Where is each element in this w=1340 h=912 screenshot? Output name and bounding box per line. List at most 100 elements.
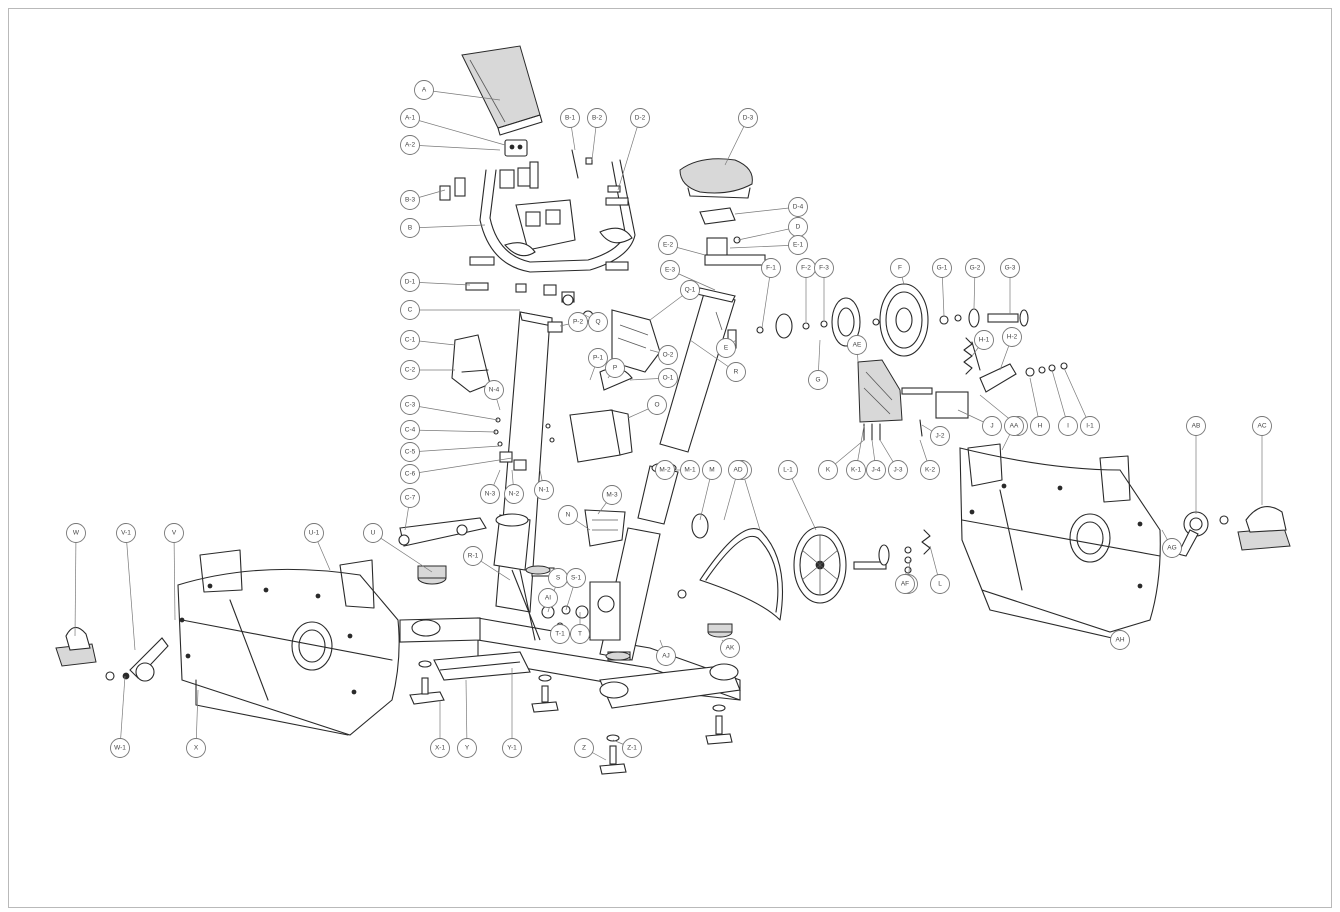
callout-label: Y [465,745,470,752]
callout-label: D-4 [793,204,804,211]
callout-label: AD [733,467,742,474]
callout-c81: Y [457,738,477,758]
callout-circle [568,312,588,332]
callout-label: N-1 [539,487,550,494]
callout-circle [480,484,500,504]
callout-circle [534,480,554,500]
callout-circle [726,362,746,382]
callout-circle [414,80,434,100]
callout-circle [1110,630,1130,650]
callout-label: H-1 [979,337,990,344]
callout-c31: G-3 [1000,258,1020,278]
sheet-border [8,8,1332,908]
callout-c53: M-3 [602,485,622,505]
callout-circle [622,738,642,758]
callout-c41: J-3 [888,460,908,480]
callout-c64: P-2 [568,312,588,332]
callout-label: O [654,402,659,409]
callout-circle [1080,416,1100,436]
callout-circle [588,348,608,368]
callout-label: H [1038,423,1043,430]
callout-circle [1162,538,1182,558]
callout-circle [846,460,866,480]
callout-circle [400,108,420,128]
callout-circle [778,460,798,480]
callout-circle [974,330,994,350]
callout-label: T [578,631,582,638]
callout-circle [502,738,522,758]
callout-c11: C-3 [400,395,420,415]
callout-c83: Z [574,738,594,758]
callout-circle [1186,416,1206,436]
callout-circle [847,335,867,355]
callout-c15: C-7 [400,488,420,508]
callout-c77: W [66,523,86,543]
right-crank [1177,511,1229,557]
callout-c87: AC [1252,416,1272,436]
callout-c57: N-3 [480,484,500,504]
callout-label: AG [1167,545,1176,552]
callout-circle [630,108,650,128]
callout-c4: B-1 [560,108,580,128]
callout-c76: V-1 [116,523,136,543]
callout-label: B-2 [592,115,603,122]
callout-c17: D-2 [630,108,650,128]
callout-label: N-3 [485,491,496,498]
callout-label: A-2 [405,142,416,149]
callout-c26: F-2 [796,258,816,278]
callout-c63: P-1 [588,348,608,368]
callout-label: AC [1257,423,1266,430]
callout-c89: AE [847,335,867,355]
callout-c88: AD [728,460,748,480]
callout-circle [164,523,184,543]
callout-c8: C [400,300,420,320]
callout-c32: G [808,370,828,390]
callout-circle [457,738,477,758]
callout-c61: O-2 [658,345,678,365]
callout-circle [808,370,828,390]
callout-circle [463,546,483,566]
callout-circle [400,488,420,508]
callout-c60: O-1 [658,368,678,388]
callout-label: M-2 [659,467,671,474]
callout-circle [788,235,808,255]
callout-c16: D-1 [400,272,420,292]
callout-c23: E-3 [660,260,680,280]
callout-label: B-3 [405,197,416,204]
callout-circle [574,738,594,758]
callout-label: T-1 [555,631,565,638]
callout-c7: B-3 [400,190,420,210]
callout-label: I-1 [1086,423,1094,430]
callout-circle [400,464,420,484]
callout-circle [400,395,420,415]
callout-c42: J-4 [866,460,886,480]
callout-c20: D [788,217,808,237]
leader-line-c1 [423,89,501,101]
callout-label: F-3 [819,265,829,272]
leader-line-c77 [74,532,77,637]
leader-line-c21 [729,244,799,249]
leader-line-c19 [734,206,799,215]
callout-c72: T-1 [550,624,570,644]
callout-label: W-1 [114,745,126,752]
callout-c28: F [890,258,910,278]
leader-line-c49 [741,469,761,531]
callout-circle [550,624,570,644]
callout-circle [558,505,578,525]
callout-label: U [371,530,376,537]
callout-c9: C-1 [400,330,420,350]
callout-circle [716,338,736,358]
callout-label: E-2 [663,242,674,249]
callout-c84: Z-1 [622,738,642,758]
cable-spring [904,337,973,574]
leader-line-c12 [409,429,497,433]
callout-c67: R [726,362,746,382]
leader-line-c14 [409,457,513,475]
callout-circle [605,358,625,378]
callout-label: V-1 [121,530,131,537]
leader-line-c20 [737,226,799,241]
callout-label: I [1067,423,1069,430]
callout-label: A-1 [405,115,416,122]
callout-label: AJ [662,653,670,660]
left-crank [105,637,169,682]
